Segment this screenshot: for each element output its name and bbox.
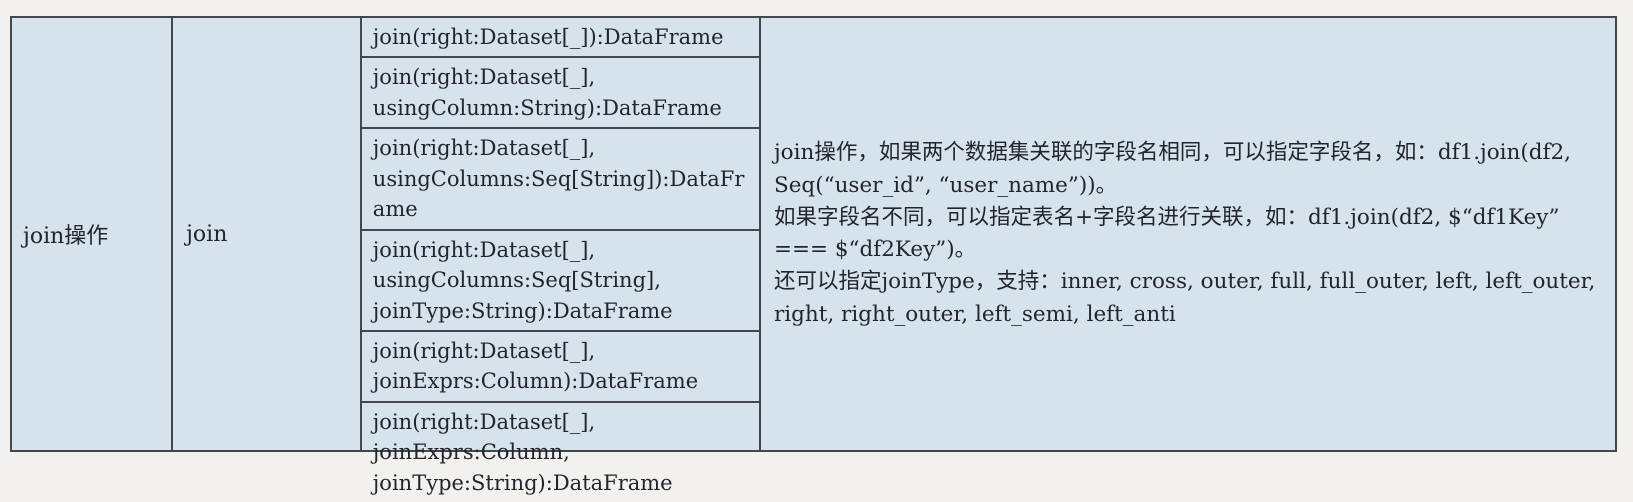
signatures-column: join(right:Dataset[_]):DataFrame join(ri… <box>359 18 759 495</box>
join-operations-table: join操作 join join(right:Dataset[_]):DataF… <box>10 16 1617 495</box>
operation-label: join操作 <box>23 224 109 249</box>
description-paragraph: 如果字段名不同，可以指定表名+字段名进行关联，如：df1.join(df2, $… <box>773 204 1560 262</box>
signature-cell: join(right:Dataset[_], usingColumns:Seq[… <box>361 228 759 330</box>
description-paragraph: join操作，如果两个数据集关联的字段名相同，可以指定字段名，如：df1.joi… <box>773 140 1572 198</box>
signature-text: join(right:Dataset[_], joinExprs:Column)… <box>372 338 699 394</box>
signature-text: join(right:Dataset[_], joinExprs:Column,… <box>372 409 673 495</box>
description-cell: join操作，如果两个数据集关联的字段名相同，可以指定字段名，如：df1.joi… <box>758 18 1615 450</box>
signature-text: join(right:Dataset[_]):DataFrame <box>372 25 724 49</box>
signature-cell: join(right:Dataset[_]):DataFrame <box>362 18 759 56</box>
signature-text: join(right:Dataset[_], usingColumns:Seq[… <box>372 237 673 323</box>
signature-cell: join(right:Dataset[_], joinExprs:Column,… <box>361 400 759 502</box>
method-cell: join <box>171 18 360 450</box>
signature-cell: join(right:Dataset[_], usingColumns:Seq[… <box>361 127 759 228</box>
operation-cell: join操作 <box>12 18 171 450</box>
method-label: join <box>186 221 228 247</box>
description-paragraph: 还可以指定joinType，支持：inner, cross, outer, fu… <box>773 269 1596 327</box>
signature-cell: join(right:Dataset[_], usingColumn:Strin… <box>361 56 759 127</box>
signature-text: join(right:Dataset[_], usingColumn:Strin… <box>372 65 722 120</box>
signature-cell: join(right:Dataset[_], joinExprs:Column)… <box>361 329 759 401</box>
signature-text: join(right:Dataset[_], usingColumns:Seq[… <box>372 136 745 222</box>
